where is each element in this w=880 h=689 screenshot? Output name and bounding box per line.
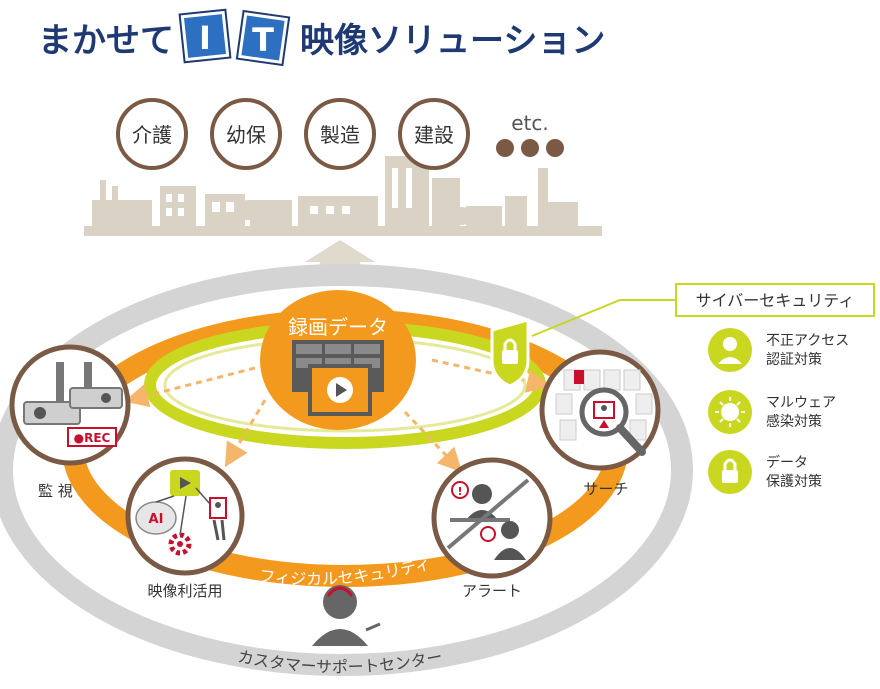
camera-icon <box>23 362 123 425</box>
page-title: まかせて I T 映像ソリューション <box>38 8 605 67</box>
station-label: 監 視 <box>38 482 73 500</box>
cyber-title: サイバーセキュリティ <box>696 291 855 310</box>
more-dot <box>521 139 539 157</box>
recording-data-node: 録画データ <box>260 290 416 430</box>
svg-text:!: ! <box>457 485 462 498</box>
rec-badge <box>67 427 117 447</box>
svg-text:T: T <box>252 21 274 59</box>
industry-label: 製造 <box>320 123 360 147</box>
station-video-use: AI 映像利活用 <box>125 456 245 600</box>
title-suffix: 映像ソリューション <box>300 21 605 61</box>
title-prefix: まかせて <box>38 21 174 61</box>
title-card-i: I <box>178 8 232 64</box>
document-grid-icon <box>555 369 653 441</box>
cyber-security-panel: サイバーセキュリティ 不正アクセス 認証対策 マルウェア 感染対策 デー <box>675 283 875 494</box>
ai-brain-icon: AI <box>135 501 177 535</box>
svg-text:●REC: ●REC <box>74 431 111 445</box>
support-operator-icon <box>312 585 381 646</box>
virus-icon <box>721 403 739 421</box>
station-label: 映像利活用 <box>147 582 222 600</box>
cyber-item-malware: マルウェア 感染対策 <box>708 390 836 434</box>
industry-label: 幼保 <box>226 123 266 147</box>
video-film-icon <box>308 364 372 416</box>
data-flow-arrows <box>124 358 551 473</box>
hacker-icon <box>723 337 737 351</box>
cyber-item-unauthorized-access: 不正アクセス 認証対策 <box>708 328 849 372</box>
svg-text:認証対策: 認証対策 <box>766 351 822 368</box>
industry-label: 建設 <box>414 123 454 147</box>
station-label: サーチ <box>583 480 628 498</box>
magnifier-icon <box>579 387 646 456</box>
svg-text:データ: データ <box>766 454 808 471</box>
svg-text:感染対策: 感染対策 <box>766 413 822 430</box>
svg-text:保護対策: 保護対策 <box>766 473 822 490</box>
industry-circles: 介護 幼保 製造 建設 etc. <box>116 98 564 170</box>
svg-text:I: I <box>199 19 211 57</box>
station-alert: ! アラート <box>431 457 553 600</box>
industry-label: 介護 <box>132 123 172 147</box>
cyber-title-box <box>675 283 875 317</box>
svg-text:マルウェア: マルウェア <box>766 395 836 411</box>
cyber-shield-icon <box>490 318 530 388</box>
more-dot <box>546 139 564 157</box>
title-card-t: T <box>235 9 291 67</box>
warning-icon <box>480 526 496 542</box>
station-label: アラート <box>462 582 522 600</box>
callout-line <box>531 299 676 337</box>
center-label: 録画データ <box>288 315 388 339</box>
alert-icon <box>451 481 469 499</box>
cyber-item-data-protection: データ 保護対策 <box>708 450 822 494</box>
more-dot <box>496 139 514 157</box>
industry-more: etc. <box>511 111 549 135</box>
station-search: サーチ <box>539 349 661 498</box>
svg-text:不正アクセス: 不正アクセス <box>766 333 849 349</box>
station-monitoring: ●REC 監 視 <box>9 344 131 500</box>
lock-icon <box>722 470 738 483</box>
svg-text:AI: AI <box>149 512 164 527</box>
city-windows <box>166 168 412 216</box>
